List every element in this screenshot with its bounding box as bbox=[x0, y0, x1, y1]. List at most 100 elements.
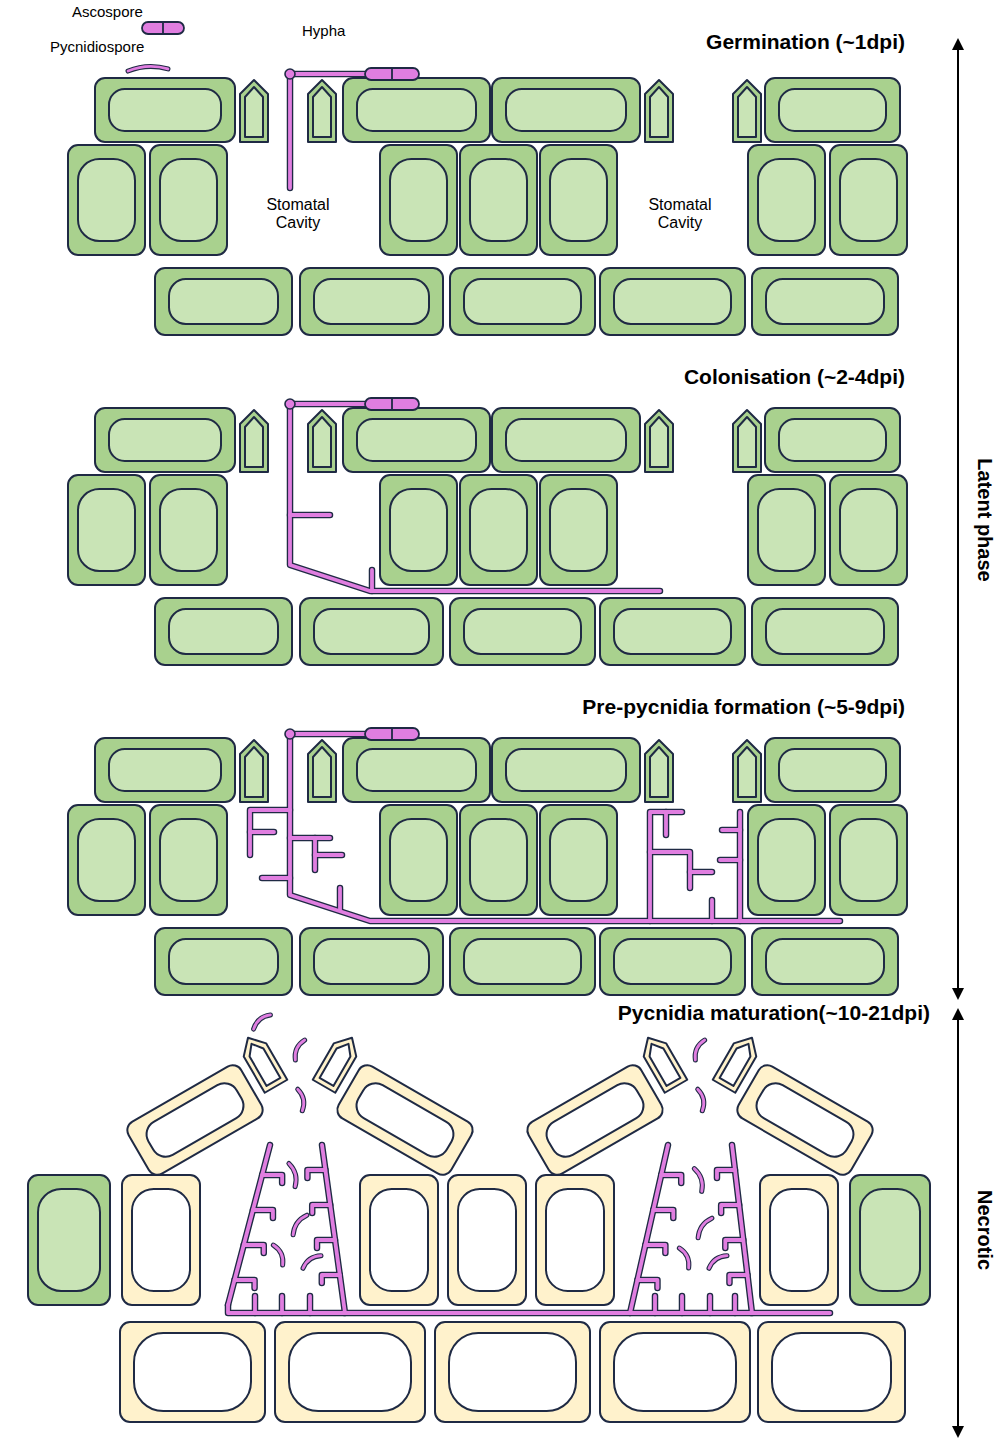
hypha bbox=[307, 1170, 325, 1178]
cell-lumen bbox=[840, 819, 897, 901]
cell-lumen bbox=[464, 609, 581, 654]
guard-cell bbox=[240, 80, 268, 142]
hypha bbox=[653, 1210, 673, 1218]
pycnidiospore-icon bbox=[301, 1253, 321, 1268]
hypha-label: Hypha bbox=[302, 22, 345, 39]
spore-outline bbox=[289, 1163, 299, 1187]
cell-lumen bbox=[314, 609, 429, 654]
cell-wall bbox=[343, 738, 490, 802]
hypha-outline bbox=[717, 1170, 735, 1178]
cell-lumen bbox=[78, 489, 135, 571]
guard-wall bbox=[240, 80, 268, 142]
hyphae bbox=[290, 74, 365, 188]
plant-cell bbox=[760, 1175, 838, 1305]
hypha bbox=[250, 830, 274, 834]
cell-lumen bbox=[78, 159, 135, 241]
cell-lumen bbox=[357, 89, 476, 131]
cell-lumen bbox=[541, 1078, 648, 1162]
plant-cell bbox=[752, 928, 898, 995]
guard-lumen bbox=[313, 747, 331, 797]
cell-lumen bbox=[160, 489, 217, 571]
cell-wall bbox=[748, 475, 825, 585]
hypha bbox=[262, 876, 290, 880]
plant-cell bbox=[343, 78, 490, 142]
hypha bbox=[653, 1296, 657, 1313]
cell-wall bbox=[492, 738, 640, 802]
cell-lumen bbox=[860, 1189, 920, 1291]
tilted-cell bbox=[713, 1031, 764, 1092]
hypha bbox=[645, 1245, 665, 1253]
cell-wall bbox=[765, 738, 900, 802]
spore-body bbox=[128, 65, 168, 71]
cell-lumen bbox=[779, 89, 886, 131]
plant-cell bbox=[450, 598, 595, 665]
hypha-outline bbox=[262, 1175, 282, 1183]
guard-wall bbox=[313, 1031, 364, 1092]
hypha-outline bbox=[645, 1245, 665, 1253]
cell-lumen bbox=[169, 609, 278, 654]
hypha bbox=[725, 1240, 743, 1248]
tilted-cell bbox=[313, 1031, 364, 1092]
guard-cell bbox=[733, 80, 761, 142]
hypha-outline bbox=[317, 1240, 335, 1248]
cell-wall bbox=[300, 268, 443, 335]
cell-wall bbox=[765, 78, 900, 142]
cell-lumen bbox=[109, 749, 221, 791]
hypha bbox=[244, 1245, 264, 1253]
stage-title: Colonisation (~2-4dpi) bbox=[684, 365, 905, 389]
cell-lumen bbox=[550, 489, 607, 571]
plant-cell bbox=[300, 268, 443, 335]
tilted-cell bbox=[637, 1031, 688, 1092]
plant-cell bbox=[600, 928, 745, 995]
hypha-outline bbox=[650, 852, 690, 888]
spore-outline bbox=[273, 1244, 285, 1265]
plant-cell bbox=[95, 738, 235, 802]
cell-lumen bbox=[357, 419, 476, 461]
hypha bbox=[338, 888, 342, 910]
arrow-head bbox=[952, 1008, 964, 1020]
plant-cell bbox=[524, 1062, 667, 1179]
hypha-outline bbox=[709, 900, 716, 921]
cell-lumen bbox=[758, 819, 815, 901]
cell-wall bbox=[150, 805, 227, 915]
guard-cell bbox=[645, 80, 673, 142]
stage-title: Pycnidia maturation(~10-21dpi) bbox=[618, 1001, 930, 1025]
guard-lumen bbox=[313, 417, 331, 467]
plant-cell bbox=[155, 928, 292, 995]
cell-wall bbox=[600, 928, 745, 995]
cell-wall bbox=[830, 475, 907, 585]
cavity-label: Stomatal Cavity bbox=[625, 196, 735, 233]
hypha-outline bbox=[720, 857, 740, 864]
hypha bbox=[650, 812, 682, 921]
plant-cell bbox=[68, 145, 145, 255]
cell-wall bbox=[120, 1322, 265, 1422]
hypha-outline bbox=[652, 1296, 659, 1313]
spore-outline bbox=[251, 1012, 270, 1029]
hypha bbox=[720, 858, 740, 862]
hypha-outline bbox=[650, 812, 682, 921]
plant-cell bbox=[360, 1175, 438, 1305]
spore-body bbox=[298, 1089, 306, 1111]
hypha bbox=[228, 1305, 830, 1313]
guard-wall bbox=[713, 1031, 764, 1092]
plant-cell bbox=[830, 475, 907, 585]
cell-wall bbox=[758, 1322, 905, 1422]
cell-lumen bbox=[546, 1189, 604, 1291]
spore-label: Ascospore bbox=[72, 3, 143, 20]
guard-cell bbox=[645, 740, 673, 802]
plant-cell bbox=[343, 408, 490, 472]
ascospore-septum bbox=[391, 728, 393, 740]
appressorium-dot bbox=[285, 69, 295, 79]
pycnidiospore-icon bbox=[289, 1163, 299, 1187]
cell-wall bbox=[28, 1175, 110, 1305]
cell-wall bbox=[850, 1175, 930, 1305]
ascospore-body bbox=[365, 68, 419, 80]
cell-lumen bbox=[464, 279, 581, 324]
guard-cell bbox=[637, 1031, 688, 1092]
cell-lumen bbox=[351, 1078, 458, 1162]
cell-wall bbox=[748, 805, 825, 915]
tilted-cell bbox=[734, 1062, 877, 1179]
hypha bbox=[370, 570, 374, 591]
plant-cell bbox=[300, 598, 443, 665]
plant-cell bbox=[600, 268, 745, 335]
